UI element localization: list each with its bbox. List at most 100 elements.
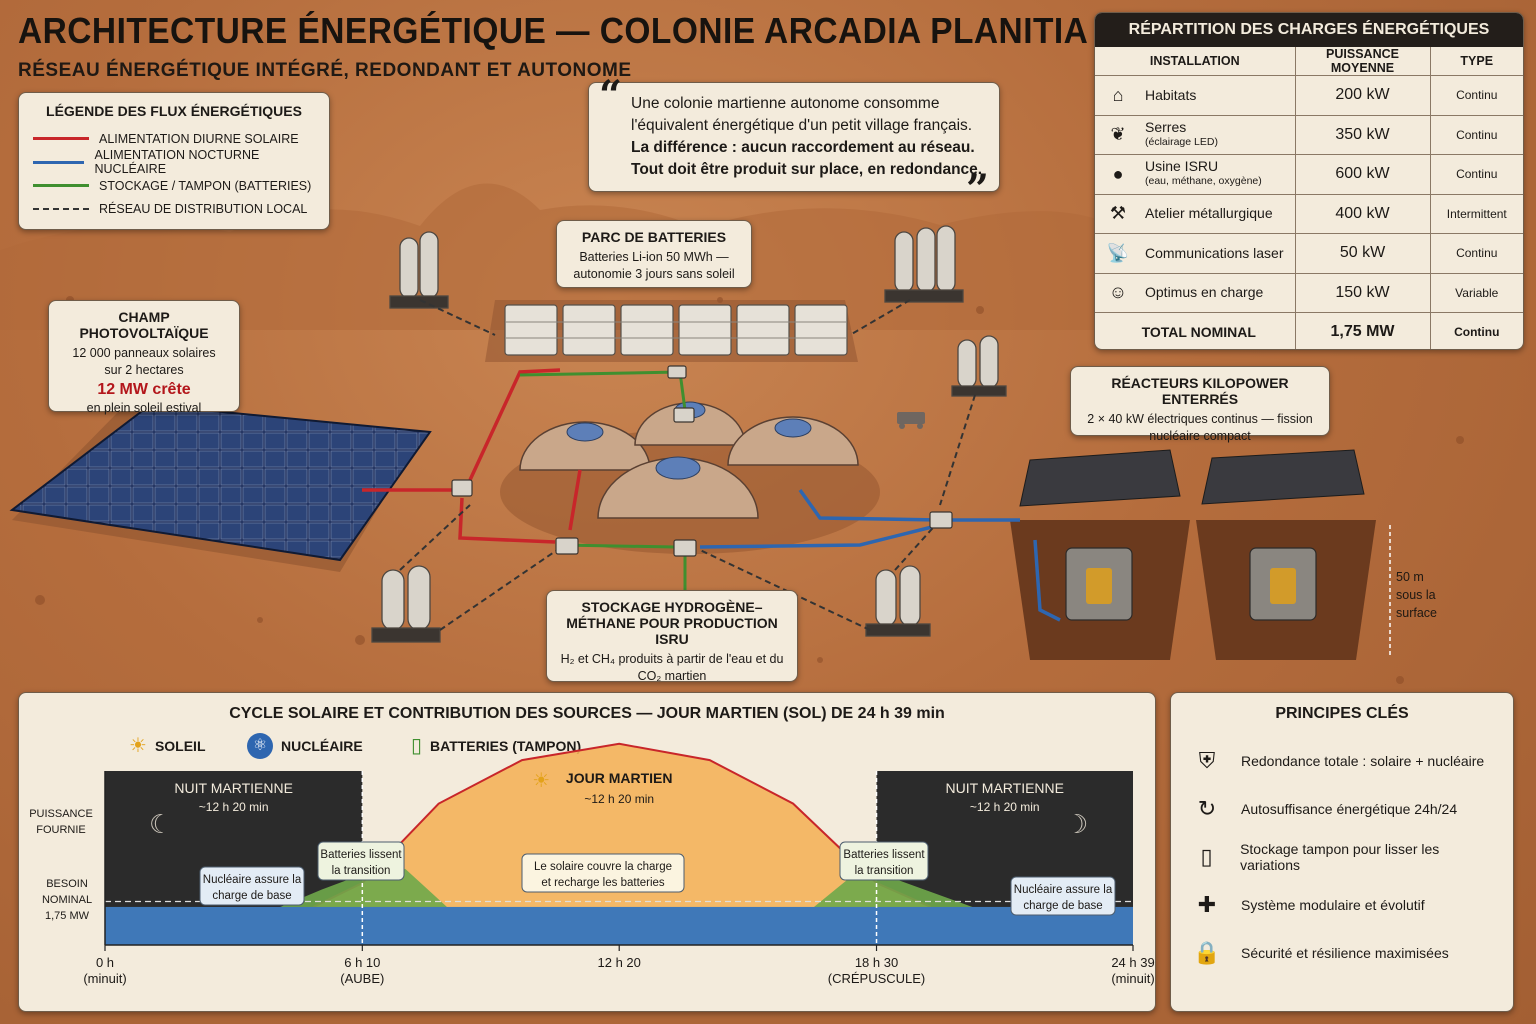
legend-item-solar: ALIMENTATION DIURNE SOLAIRE (33, 127, 315, 151)
series-area-nuclear (105, 906, 1133, 945)
source-legend-battery: ▯ BATTERIES (TAMPON) (411, 733, 581, 758)
legend-swatch-nuclear (33, 160, 85, 164)
note-battery-left-line2: la transition (332, 865, 391, 877)
total-row: TOTAL NOMINAL 1,75 MW Continu (1095, 312, 1523, 349)
leaf-icon: ❦ (1110, 124, 1126, 145)
table-row: ⌂Habitats 200 kW Continu (1095, 75, 1523, 116)
habitat-domes (500, 401, 880, 554)
battery-icon: ▯ (1200, 844, 1213, 869)
callout-batteries: PARC DE BATTERIES Batteries Li-ion 50 MW… (556, 220, 752, 288)
principle-text: Autosuffisance énergétique 24h/24 (1241, 801, 1458, 817)
principle-item: 🔒 Sécurité et résilience maximisées (1187, 929, 1497, 977)
y-label-need-3: 1,75 MW (45, 910, 90, 922)
drop-icon: ● (1112, 163, 1124, 184)
quote-box: “ Une colonie martienne autonome consomm… (588, 72, 1000, 210)
callout-reactors: RÉACTEURS KILOPOWER ENTERRÉS 2 × 40 kW é… (1070, 366, 1330, 443)
atom-icon: ⚛ (247, 733, 273, 759)
source-legend-solar: ☀ SOLEIL (129, 733, 206, 758)
depth-label: 50 m sous la surface (1396, 570, 1437, 620)
loads-table-panel: RÉPARTITION DES CHARGES ÉNERGÉTIQUES INS… (1094, 12, 1524, 350)
legend-item-nuclear: ALIMENTATION NOCTURNE NUCLÉAIRE (33, 148, 315, 177)
quote-open-icon: “ (599, 72, 623, 119)
note-solar-box (521, 853, 685, 893)
legend-label-local: RÉSEAU DE DISTRIBUTION LOCAL (99, 202, 308, 217)
tick-sublabel: (minuit) (83, 971, 126, 986)
callout-reactors-title: RÉACTEURS KILOPOWER ENTERRÉS (1111, 375, 1289, 407)
y-label-top-2: FOURNIE (36, 824, 86, 836)
row-name: Atelier métallurgique (1145, 205, 1273, 222)
note-nuclear-right-line2: charge de base (1023, 900, 1102, 912)
tick-sublabel: (AUBE) (340, 971, 384, 986)
principles-title: PRINCIPES CLÉS (1275, 705, 1409, 722)
principle-item: ✚ Système modulaire et évolutif (1187, 881, 1497, 929)
robot-icon: ☺ (1108, 282, 1128, 303)
row-name: Serres (1145, 118, 1187, 135)
principle-text: Système modulaire et évolutif (1241, 897, 1425, 913)
anvil-icon: ⚒ (1109, 203, 1127, 224)
moon-icon: ☽ (1065, 809, 1088, 839)
callout-hydrogen-text: H₂ et CH₄ produits à partir de l'eau et … (560, 652, 784, 683)
col-type: TYPE (1430, 47, 1523, 76)
principle-text: Redondance totale : solaire + nucléaire (1241, 753, 1485, 769)
table-row: 📡Communications laser 50 kW Continu (1095, 233, 1523, 274)
series-area-solar (313, 743, 931, 907)
solar-flow (362, 368, 582, 544)
legend-item-local: RÉSEAU DE DISTRIBUTION LOCAL (33, 198, 315, 222)
callout-pv-title: CHAMP PHOTOVOLTAÏQUE (79, 309, 209, 341)
row-power: 50 kW (1295, 233, 1431, 274)
tick-label: 6 h 10 (344, 955, 380, 970)
note-nuclear-right-box (1010, 876, 1116, 916)
row-name: Optimus en charge (1145, 284, 1264, 301)
row-power: 150 kW (1295, 273, 1431, 313)
reactor-pits (1010, 449, 1391, 660)
note-nuclear-left-line1: Nucléaire assure la (203, 874, 302, 886)
principle-item: ↻ Autosuffisance énergétique 24h/24 (1187, 785, 1497, 833)
antenna-icon: 📡 (1106, 242, 1130, 263)
note-battery-right-line1: Batteries lissent (843, 849, 925, 861)
source-label-battery: BATTERIES (TAMPON) (430, 737, 582, 754)
callout-reactors-text: 2 × 40 kW électriques continus — fission… (1087, 412, 1313, 443)
battery-icon: ▯ (411, 735, 423, 757)
y-label-top-1: PUISSANCE (29, 808, 93, 820)
note-nuclear-right-line1: Nucléaire assure la (1014, 884, 1113, 896)
total-name: TOTAL NOMINAL (1095, 312, 1296, 349)
loads-title: RÉPARTITION DES CHARGES ÉNERGÉTIQUES (1095, 13, 1523, 47)
dome-icon: ⌂ (1112, 84, 1124, 105)
source-label-solar: SOLEIL (154, 737, 206, 754)
pv-field (9, 403, 432, 572)
lock-icon: 🔒 (1193, 940, 1221, 965)
shield-icon: ⛨ (1198, 748, 1216, 773)
night-right-title: NUIT MARTIENNE (946, 780, 1065, 796)
row-power: 400 kW (1295, 194, 1431, 234)
principle-text: Sécurité et résilience maximisées (1241, 945, 1449, 961)
note-battery-right-line2: la transition (855, 865, 914, 877)
rover (897, 412, 925, 429)
callout-pv-line2: sur 2 hectares (104, 363, 184, 377)
row-type: Intermittent (1430, 194, 1523, 234)
callout-hydrogen: STOCKAGE HYDROGÈNE–MÉTHANE POUR PRODUCTI… (546, 590, 798, 683)
note-nuclear-left-line2: charge de base (212, 890, 291, 902)
note-solar-line2: et recharge les batteries (541, 877, 665, 889)
quote-close-icon: ” (965, 166, 989, 213)
principles-panel: PRINCIPES CLÉS ⛨ Redondance totale : sol… (1170, 692, 1514, 1012)
legend-swatch-local (33, 208, 89, 211)
row-sub: (éclairage LED) (1145, 135, 1218, 148)
quote-line-2: La différence : aucun raccordement au ré… (631, 139, 983, 178)
principle-text: Stockage tampon pour lisser les variatio… (1240, 841, 1440, 873)
legend-title: LÉGENDE DES FLUX ÉNERGÉTIQUES (46, 103, 302, 119)
callout-pv-peak: 12 MW crête (97, 381, 191, 398)
col-installation: INSTALLATION (1095, 47, 1296, 76)
battery-park (485, 300, 858, 362)
row-type: Continu (1430, 75, 1523, 116)
nuclear-flow (699, 488, 1061, 622)
row-power: 350 kW (1295, 115, 1431, 155)
legend-label-nuclear: ALIMENTATION NOCTURNE NUCLÉAIRE (94, 148, 260, 177)
callout-batteries-title: PARC DE BATTERIES (581, 229, 727, 245)
row-power: 600 kW (1295, 154, 1431, 195)
tick-sublabel: (minuit) (1111, 971, 1154, 986)
source-label-nuclear: NUCLÉAIRE (281, 738, 363, 754)
row-power: 200 kW (1295, 75, 1431, 116)
loads-table: INSTALLATION PUISSANCE MOYENNE TYPE ⌂Hab… (1095, 47, 1523, 349)
page-subtitle: RÉSEAU ÉNERGÉTIQUE INTÉGRÉ, REDONDANT ET… (18, 60, 632, 81)
tick-label: 12 h 20 (598, 955, 641, 970)
